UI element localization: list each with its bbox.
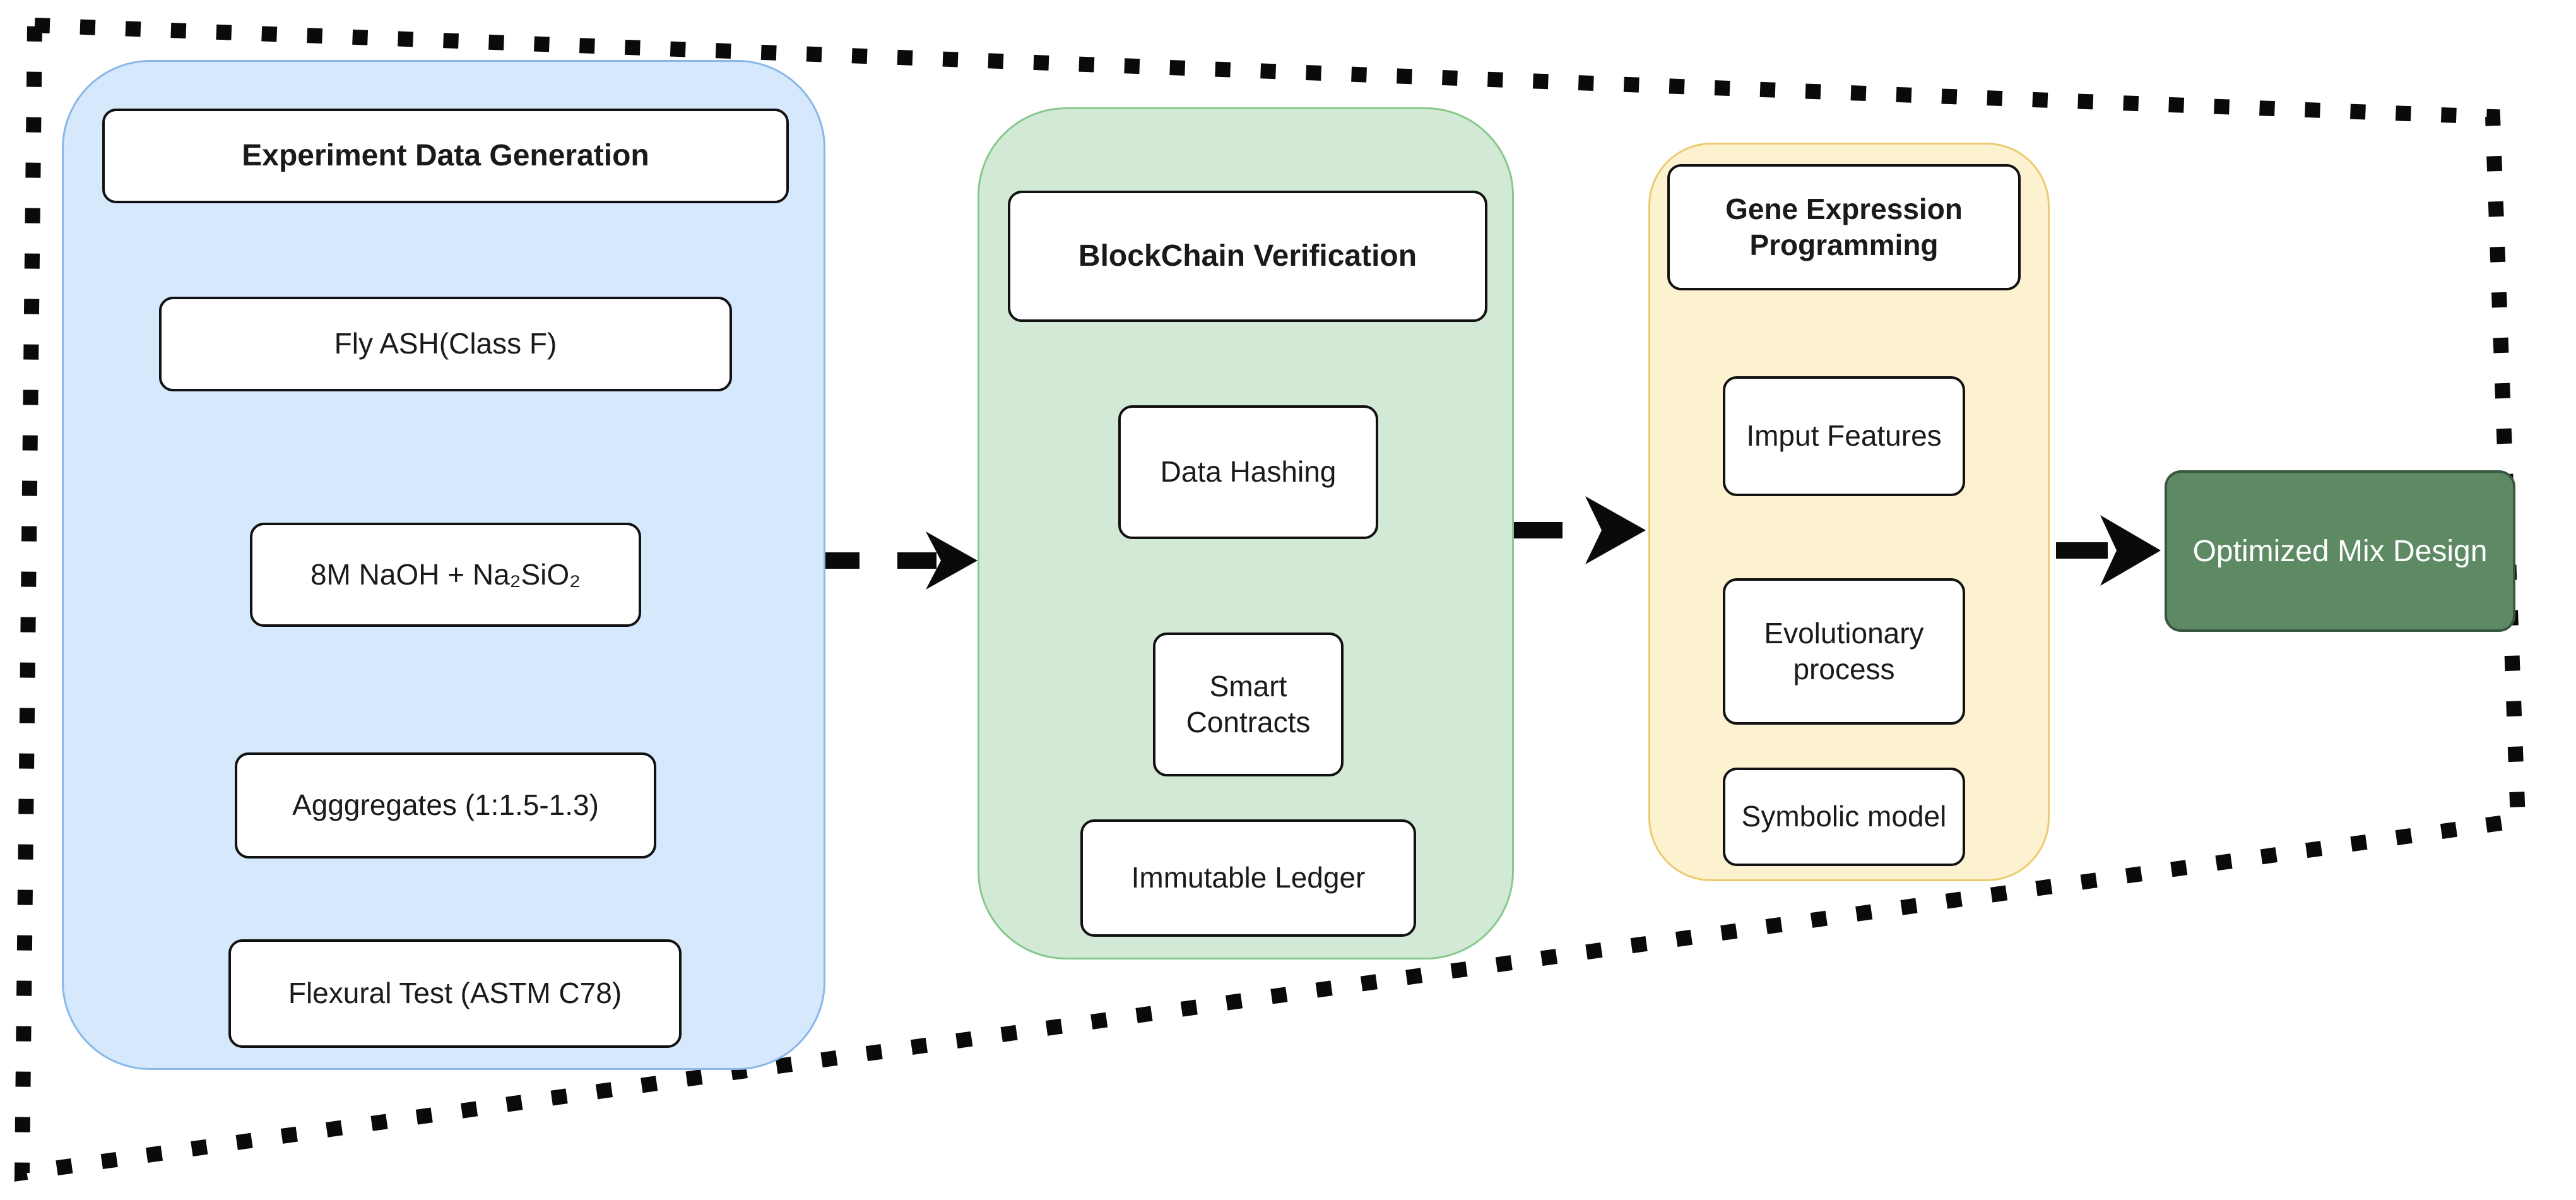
node-label: Flexural Test (ASTM C78)	[288, 977, 622, 1010]
node-label: Agggregates (1:1.5-1.3)	[292, 788, 599, 822]
node-experiment-title: Experiment Data Generation	[102, 109, 789, 203]
node-blockchain-title: BlockChain Verification	[1008, 191, 1487, 322]
node-aggregates: Agggregates (1:1.5-1.3)	[235, 752, 656, 858]
node-label: Experiment Data Generation	[242, 139, 649, 172]
node-label: Smart Contracts	[1186, 669, 1311, 739]
arrowhead-right-icon	[2100, 515, 2161, 586]
node-smart-contracts: Smart Contracts	[1153, 633, 1344, 776]
node-symbolic-model: Symbolic model	[1723, 768, 1965, 866]
node-label: Fly ASH(Class F)	[334, 327, 557, 360]
node-flexural-test: Flexural Test (ASTM C78)	[228, 939, 682, 1048]
node-label: 8M NaOH + Na₂SiO₂	[310, 557, 581, 591]
arrowhead-right-icon	[1585, 496, 1646, 564]
node-label: Data Hashing	[1160, 455, 1337, 489]
node-input-features: Imput Features	[1723, 376, 1965, 496]
node-fly-ash: Fly ASH(Class F)	[159, 297, 732, 391]
node-evolutionary-process: Evolutionary process	[1723, 578, 1965, 725]
node-label: Evolutionary process	[1764, 616, 1924, 686]
dashed-frame-border	[14, 17, 2526, 1182]
node-label: Immutable Ledger	[1131, 861, 1366, 894]
node-optimized-mix-design: Optimized Mix Design	[2165, 470, 2515, 632]
node-label: Symbolic model	[1741, 800, 1947, 833]
node-label: Imput Features	[1746, 419, 1942, 453]
node-label: BlockChain Verification	[1078, 239, 1417, 273]
stage-flow-arrows	[820, 496, 2161, 590]
node-immutable-ledger: Immutable Ledger	[1080, 819, 1416, 937]
node-label: Gene Expression Programming	[1725, 192, 1963, 262]
arrowhead-right-icon	[926, 532, 978, 590]
node-label: Optimized Mix Design	[2192, 534, 2488, 568]
node-gep-title: Gene Expression Programming	[1667, 164, 2021, 290]
node-data-hashing: Data Hashing	[1118, 405, 1378, 539]
node-naoh-solution: 8M NaOH + Na₂SiO₂	[250, 523, 641, 627]
